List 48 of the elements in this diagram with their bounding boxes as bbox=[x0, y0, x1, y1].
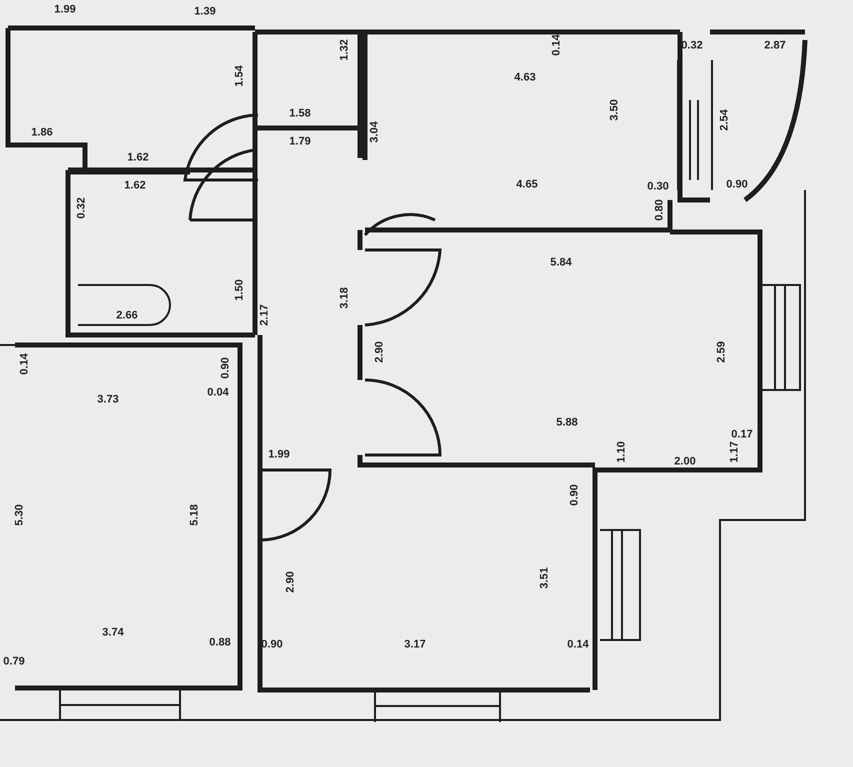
dimension-label: 5.30 bbox=[14, 504, 26, 526]
dimension-label: 0.14 bbox=[20, 353, 30, 375]
dimension-label: 1.10 bbox=[616, 441, 628, 463]
dimension-label: 5.18 bbox=[190, 504, 200, 526]
dimension-label: 1.17 bbox=[730, 441, 740, 463]
dimension-label: 1.54 bbox=[234, 65, 246, 87]
dimension-label: 1.50 bbox=[234, 279, 246, 301]
dimension-label: 0.04 bbox=[207, 388, 229, 398]
dimension-label: 5.88 bbox=[556, 418, 578, 428]
dimension-label: 3.17 bbox=[404, 640, 426, 650]
dimension-label: 1.39 bbox=[194, 6, 216, 18]
dimension-label: 0.90 bbox=[726, 180, 748, 190]
dimension-label: 0.90 bbox=[220, 357, 232, 379]
dimension-label: 1.99 bbox=[54, 4, 76, 16]
dimension-label: 2.90 bbox=[374, 341, 386, 363]
dimension-label: 1.79 bbox=[289, 136, 311, 148]
dimension-label: 0.90 bbox=[570, 484, 580, 506]
dimension-label: 0.80 bbox=[654, 199, 666, 221]
dimension-label: 2.90 bbox=[286, 571, 296, 593]
dimension-label: 1.58 bbox=[289, 108, 311, 120]
dimension-label: 3.74 bbox=[102, 628, 124, 638]
dimension-label: 1.32 bbox=[340, 39, 350, 61]
dimension-label: 2.59 bbox=[716, 341, 728, 363]
dimension-label: 3.18 bbox=[340, 287, 350, 309]
dimension-label: 0.17 bbox=[731, 430, 753, 440]
dimension-label: 0.79 bbox=[3, 656, 25, 668]
dimension-label: 5.84 bbox=[550, 258, 572, 268]
dimension-label: 3.51 bbox=[540, 567, 550, 589]
dimension-label: 1.99 bbox=[268, 450, 290, 460]
dimension-label: 0.90 bbox=[261, 640, 283, 650]
dimension-label: 0.14 bbox=[552, 34, 562, 56]
dimension-label: 0.88 bbox=[209, 638, 231, 648]
dimension-label: 4.63 bbox=[514, 72, 536, 84]
dimension-label: 0.30 bbox=[647, 182, 669, 192]
dimension-label: 2.17 bbox=[260, 304, 270, 326]
dimension-label: 2.66 bbox=[116, 310, 138, 322]
dimension-label: 0.14 bbox=[567, 640, 589, 650]
dimension-label: 0.32 bbox=[76, 197, 88, 219]
dimension-label: 3.73 bbox=[97, 394, 119, 406]
dimension-label: 3.04 bbox=[370, 121, 380, 143]
dimension-label: 3.50 bbox=[610, 99, 620, 121]
dimension-label: 2.87 bbox=[764, 40, 786, 52]
dimension-label: 4.65 bbox=[516, 180, 538, 190]
dimension-label: 2.00 bbox=[674, 456, 696, 468]
dimension-label: 2.54 bbox=[720, 109, 730, 131]
dimension-label: 1.62 bbox=[124, 180, 146, 192]
dimension-label: 1.62 bbox=[127, 152, 149, 164]
dimension-label: 1.86 bbox=[31, 128, 53, 138]
